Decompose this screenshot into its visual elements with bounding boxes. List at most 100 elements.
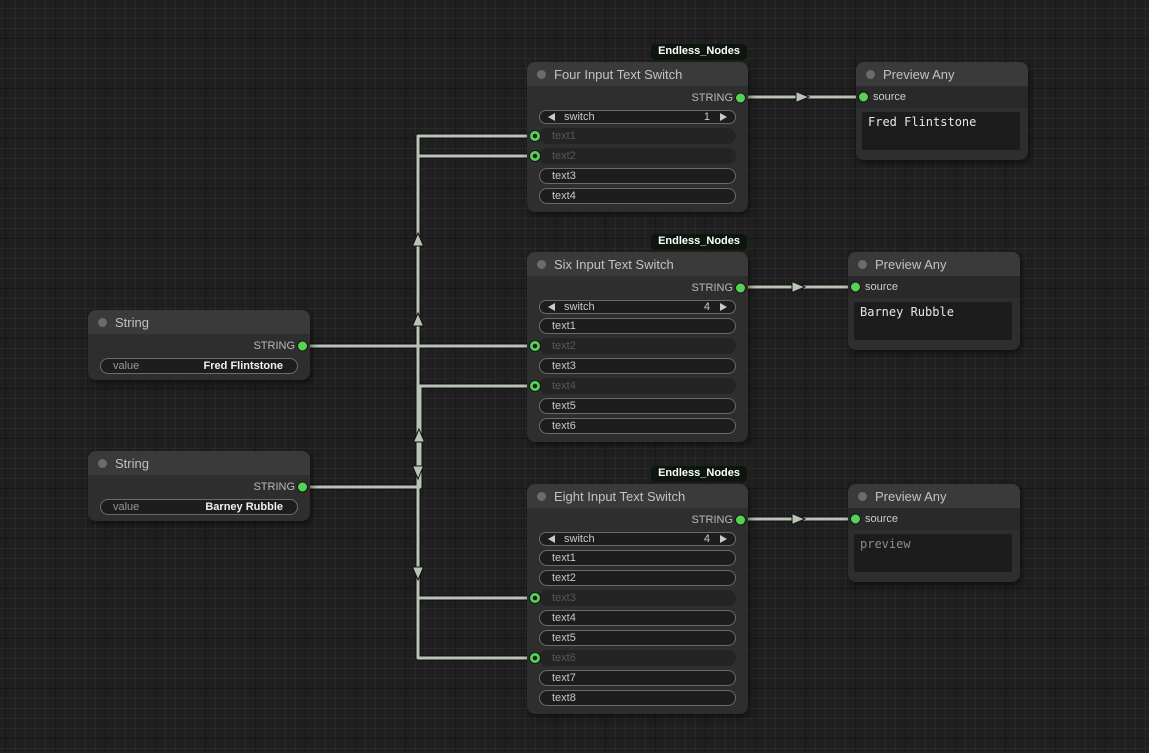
output-socket[interactable] xyxy=(736,515,745,525)
increment-arrow-icon[interactable] xyxy=(720,535,727,543)
input-row-text3: text3 xyxy=(527,588,748,608)
value-widget[interactable]: value Barney Rubble xyxy=(100,499,298,515)
input-socket[interactable] xyxy=(530,593,540,603)
switch-value: 1 xyxy=(703,111,710,123)
switch-value: 4 xyxy=(703,533,710,545)
collapse-dot-icon[interactable] xyxy=(537,491,546,501)
input-socket[interactable] xyxy=(859,92,868,102)
output-label: STRING xyxy=(691,282,733,294)
output-label: STRING xyxy=(253,481,295,493)
switch-widget-row: switch 4 xyxy=(527,298,748,316)
collapse-dot-icon[interactable] xyxy=(858,259,867,269)
switch-widget[interactable]: switch 4 xyxy=(539,300,736,314)
decrement-arrow-icon[interactable] xyxy=(548,113,555,121)
text-widget-text6[interactable]: text6 xyxy=(539,418,736,434)
text-widget-text5[interactable]: text5 xyxy=(539,398,736,414)
switch-widget-row: switch 1 xyxy=(527,108,748,126)
linked-input-text2[interactable]: text2 xyxy=(539,148,736,164)
node-titlebar[interactable]: String xyxy=(88,310,310,334)
decrement-arrow-icon[interactable] xyxy=(548,535,555,543)
node-preview-any-middle[interactable]: Preview Any source Barney Rubble xyxy=(848,252,1020,350)
preview-text-area[interactable]: Barney Rubble xyxy=(854,302,1012,340)
endless-nodes-badge: Endless_Nodes xyxy=(651,44,747,60)
node-title: String xyxy=(115,455,149,471)
text-widget-text3[interactable]: text3 xyxy=(539,358,736,374)
node-title: String xyxy=(115,314,149,330)
node-titlebar[interactable]: Eight Input Text Switch xyxy=(527,484,748,508)
value-widget[interactable]: value Fred Flintstone xyxy=(100,358,298,374)
linked-input-text1[interactable]: text1 xyxy=(539,128,736,144)
input-socket[interactable] xyxy=(851,514,860,524)
output-label: STRING xyxy=(691,514,733,526)
linked-input-text4[interactable]: text4 xyxy=(539,378,736,394)
input-row-text4: text4 xyxy=(527,376,748,396)
text-widget-text4[interactable]: text4 xyxy=(539,610,736,626)
text-widget-text8[interactable]: text8 xyxy=(539,690,736,706)
widget-row-text5: text5 xyxy=(527,396,748,416)
collapse-dot-icon[interactable] xyxy=(98,317,107,327)
node-titlebar[interactable]: Preview Any xyxy=(848,252,1020,276)
text-widget-text5[interactable]: text5 xyxy=(539,630,736,646)
switch-value: 4 xyxy=(703,301,710,313)
increment-arrow-icon[interactable] xyxy=(720,113,727,121)
node-titlebar[interactable]: Preview Any xyxy=(848,484,1020,508)
input-socket[interactable] xyxy=(530,653,540,663)
input-socket[interactable] xyxy=(530,151,540,161)
value-widget-row: value Barney Rubble xyxy=(88,497,310,517)
node-preview-any-bottom[interactable]: Preview Any source preview xyxy=(848,484,1020,582)
linked-input-text6[interactable]: text6 xyxy=(539,650,736,666)
output-socket[interactable] xyxy=(298,482,307,492)
node-titlebar[interactable]: Preview Any xyxy=(856,62,1028,86)
collapse-dot-icon[interactable] xyxy=(537,259,546,269)
node-titlebar[interactable]: Six Input Text Switch xyxy=(527,252,748,276)
node-preview-any-top[interactable]: Preview Any source Fred Flintstone xyxy=(856,62,1028,160)
preview-text-area[interactable]: preview xyxy=(854,534,1012,572)
output-socket[interactable] xyxy=(736,283,745,293)
node-title: Six Input Text Switch xyxy=(554,256,674,272)
preview-text-area[interactable]: Fred Flintstone xyxy=(862,112,1020,150)
output-row: STRING xyxy=(527,510,748,530)
node-four-input-text-switch[interactable]: Endless_Nodes Four Input Text Switch STR… xyxy=(527,44,748,212)
text-widget-text1[interactable]: text1 xyxy=(539,550,736,566)
linked-input-text2[interactable]: text2 xyxy=(539,338,736,354)
widget-name: value xyxy=(113,360,140,372)
node-titlebar[interactable]: Four Input Text Switch xyxy=(527,62,748,86)
collapse-dot-icon[interactable] xyxy=(858,491,867,501)
decrement-arrow-icon[interactable] xyxy=(548,303,555,311)
input-socket[interactable] xyxy=(530,381,540,391)
text-widget-text2[interactable]: text2 xyxy=(539,570,736,586)
widget-value: Barney Rubble xyxy=(205,501,283,513)
output-row: STRING xyxy=(527,88,748,108)
text-widget-text4[interactable]: text4 xyxy=(539,188,736,204)
switch-widget[interactable]: switch 1 xyxy=(539,110,736,124)
collapse-dot-icon[interactable] xyxy=(98,458,107,468)
increment-arrow-icon[interactable] xyxy=(720,303,727,311)
node-string-barney[interactable]: String STRING value Barney Rubble xyxy=(88,451,310,521)
collapse-dot-icon[interactable] xyxy=(537,69,546,79)
source-input-row: source xyxy=(848,276,1020,298)
output-socket[interactable] xyxy=(298,341,307,351)
output-label: STRING xyxy=(691,92,733,104)
input-row-text2: text2 xyxy=(527,336,748,356)
output-row: STRING xyxy=(527,278,748,298)
node-eight-input-text-switch[interactable]: Endless_Nodes Eight Input Text Switch ST… xyxy=(527,466,748,714)
node-title: Preview Any xyxy=(875,256,947,272)
text-widget-text7[interactable]: text7 xyxy=(539,670,736,686)
text-widget-text3[interactable]: text3 xyxy=(539,168,736,184)
input-row-text6: text6 xyxy=(527,648,748,668)
node-string-fred[interactable]: String STRING value Fred Flintstone xyxy=(88,310,310,380)
text-widget-text1[interactable]: text1 xyxy=(539,318,736,334)
input-socket[interactable] xyxy=(851,282,860,292)
input-socket[interactable] xyxy=(530,341,540,351)
switch-widget-row: switch 4 xyxy=(527,530,748,548)
node-titlebar[interactable]: String xyxy=(88,451,310,475)
switch-widget[interactable]: switch 4 xyxy=(539,532,736,546)
output-socket[interactable] xyxy=(736,93,745,103)
endless-nodes-badge: Endless_Nodes xyxy=(651,466,747,482)
node-six-input-text-switch[interactable]: Endless_Nodes Six Input Text Switch STRI… xyxy=(527,234,748,442)
linked-input-text3[interactable]: text3 xyxy=(539,590,736,606)
output-row: STRING xyxy=(88,336,310,356)
collapse-dot-icon[interactable] xyxy=(866,69,875,79)
input-socket[interactable] xyxy=(530,131,540,141)
